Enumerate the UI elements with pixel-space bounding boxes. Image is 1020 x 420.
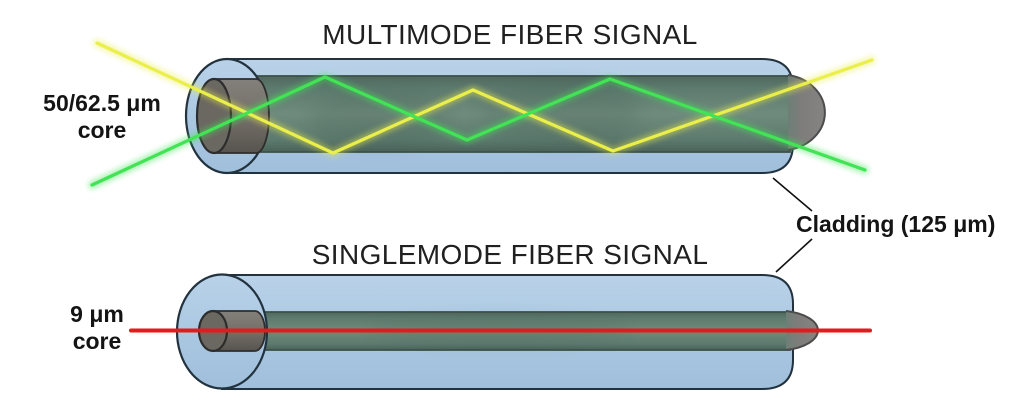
multimode-core-label: 50/62.5 μm core (22, 90, 182, 144)
multimode-core-size-text: 50/62.5 μm (43, 90, 161, 116)
yellow-ray (95, 41, 874, 155)
core-band-shading (480, 80, 640, 144)
singlemode-core-label: 9 μm core (22, 301, 172, 355)
core-band-shading (310, 88, 450, 148)
multimode-core-word-text: core (77, 117, 127, 143)
multimode-title: MULTIMODE FIBER SIGNAL (322, 19, 698, 50)
multimode-rays (88, 39, 876, 189)
cladding-label: Cladding (125 μm) (796, 211, 996, 237)
multimode-fiber (184, 57, 826, 175)
cladding-pointer-upper (772, 177, 813, 212)
cladding-pointer-lower (775, 238, 813, 273)
green-ray (90, 75, 867, 187)
cladding-pointers (772, 177, 813, 273)
multimode-core-end-cap (788, 75, 825, 150)
singlemode-title: SINGLEMODE FIBER SIGNAL (311, 239, 709, 270)
singlemode-core-word-text: core (72, 328, 122, 354)
singlemode-core-size-text: 9 μm (70, 301, 124, 327)
singlemode-fiber (175, 273, 819, 390)
